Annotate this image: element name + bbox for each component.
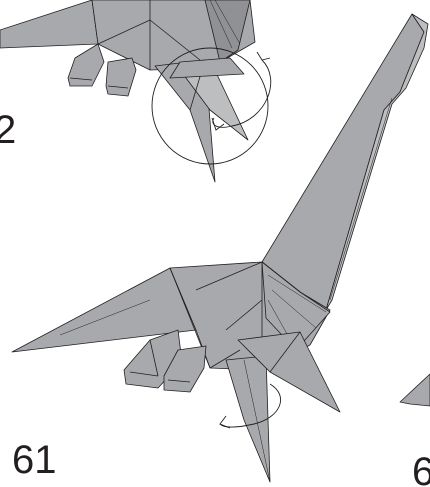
current-step-number: 61	[12, 440, 57, 480]
previous-step-number: 2	[0, 110, 16, 150]
previous-step-model	[0, 0, 255, 182]
next-step-number: 6	[412, 452, 430, 487]
next-step-model	[400, 374, 430, 406]
front-leg	[226, 356, 270, 482]
previous-leg-front	[106, 58, 136, 96]
previous-tail	[0, 0, 98, 48]
neck	[262, 14, 424, 310]
